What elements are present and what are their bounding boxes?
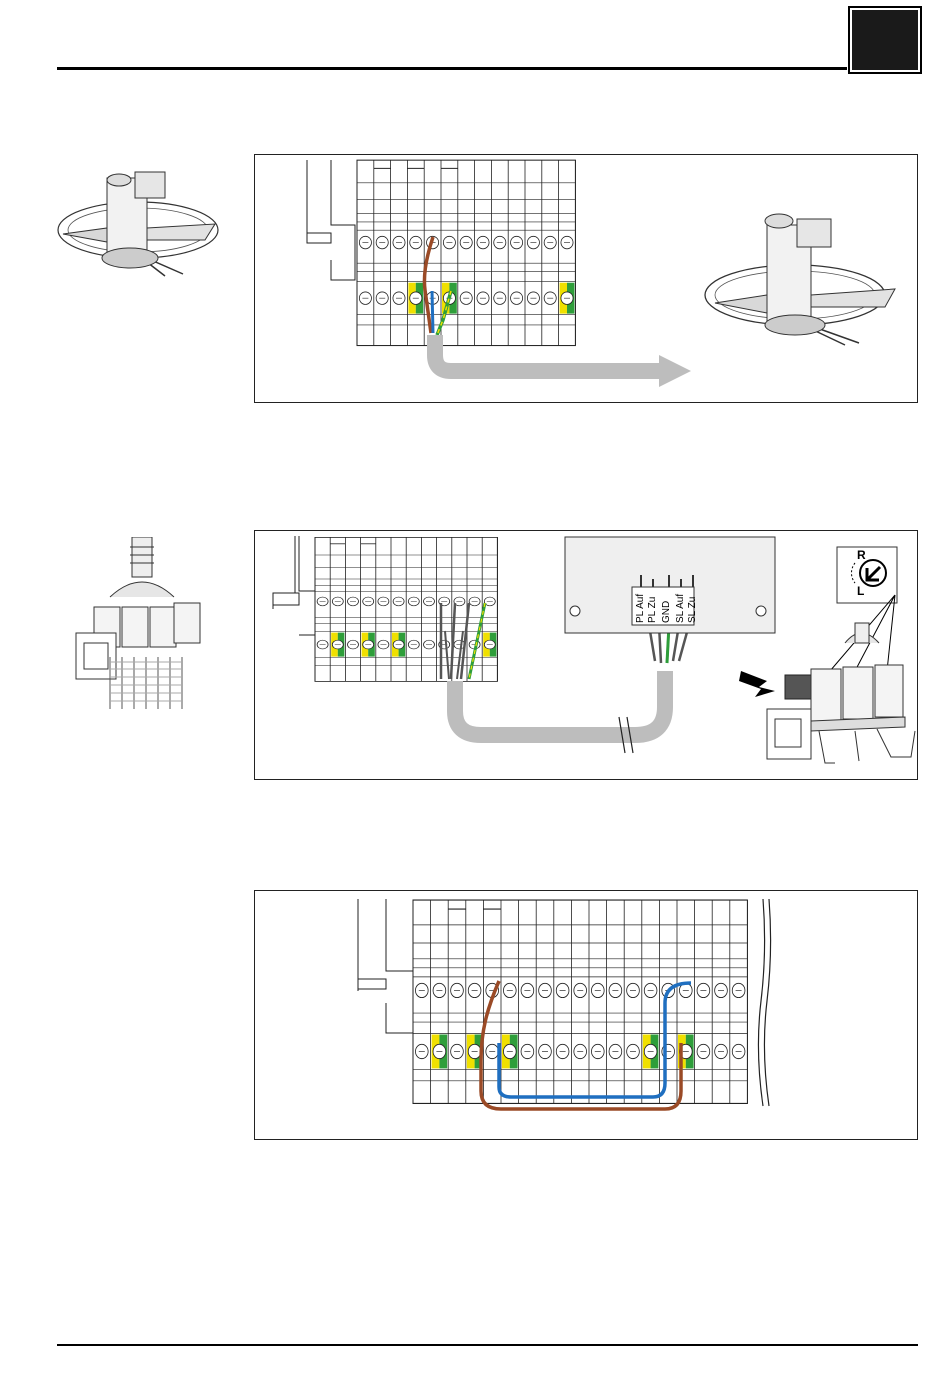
wiring-panel-3 bbox=[254, 890, 918, 1140]
agitator-illustration bbox=[705, 214, 895, 345]
wiring-diagram-1 bbox=[255, 155, 917, 402]
connector-pin-label: SL Auf bbox=[675, 594, 686, 623]
connector-pin-label: PL Auf bbox=[635, 594, 646, 623]
connector-pin-label: PL Zu bbox=[647, 597, 658, 623]
wiring-diagram-3 bbox=[255, 891, 917, 1139]
terminal-block bbox=[413, 900, 747, 1103]
arrow-right bbox=[659, 355, 691, 387]
footer-rule bbox=[57, 1344, 918, 1346]
connector-pin-label: SL Zu bbox=[687, 597, 698, 623]
terminal-block bbox=[315, 537, 497, 681]
valve-block-thumbnail bbox=[70, 537, 210, 709]
terminal-block bbox=[357, 160, 575, 345]
dial-label-l: L bbox=[857, 584, 864, 598]
valve-block-illustration bbox=[767, 623, 915, 763]
arrow-right-black bbox=[739, 671, 775, 697]
dial-label-r: R bbox=[857, 548, 866, 562]
header-rule bbox=[57, 67, 847, 70]
chapter-tab bbox=[848, 6, 922, 74]
agitator-thumbnail bbox=[55, 158, 225, 278]
connector-pin-label: GND bbox=[661, 601, 672, 623]
wiring-panel-1 bbox=[254, 154, 918, 403]
